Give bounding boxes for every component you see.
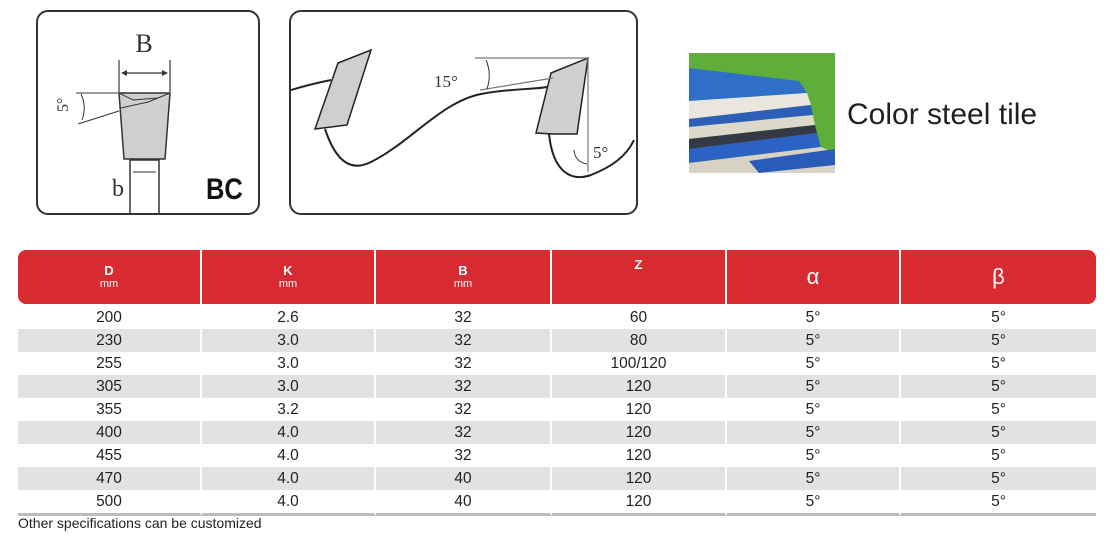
cell-alpha: 5° [727,398,901,421]
cell-k: 4.0 [202,490,376,516]
tooth-profile-drawing: B 5° b BC [55,29,243,213]
cell-d: 455 [18,444,202,467]
cell-k: 4.0 [202,421,376,444]
cell-alpha: 5° [727,444,901,467]
cell-alpha: 5° [727,490,901,516]
cell-b: 40 [376,490,552,516]
cell-beta: 5° [991,447,1006,464]
cell-z: 60 [552,304,727,329]
column-header-z: Z [552,250,727,304]
cell-beta: 5° [991,401,1006,418]
cell-d: 470 [18,467,202,490]
column-header-beta: β [901,250,1096,304]
rake-angle-label: 15° [434,72,458,91]
cell-k: 4.0 [202,467,376,490]
cell-d: 255 [18,352,202,375]
cell-alpha: 5° [727,352,901,375]
cell-beta: 5° [901,304,1096,329]
cell-beta: 5° [901,375,1096,398]
color-steel-tile-photo [689,53,835,173]
cell-alpha: 5° [727,375,901,398]
angle-label: 5° [55,98,72,112]
cell-b: 32 [376,329,552,352]
cell-k: 4.0 [202,444,376,467]
cell-b: 32 [376,398,552,421]
cell-d: 230 [18,329,202,352]
kerf-label: b [112,176,124,202]
cell-z: 120 [552,490,727,516]
tooth-profile-diagram: B 5° b BC [36,10,260,215]
cell-beta: 5° [991,355,1006,372]
tooth-angle-drawing: 15° 5° [291,48,635,179]
grind-code-label: BC [206,172,243,205]
cell-k: 2.6 [202,304,376,329]
footnote: Other specifications can be customized [18,515,262,531]
cell-beta: 5° [901,490,1096,516]
tooth-angle-diagram: 15° 5° [289,10,638,215]
cell-b: 32 [376,304,552,329]
cell-alpha: 5° [727,467,901,490]
application-caption: Color steel tile [847,98,1038,131]
cell-b: 32 [376,421,552,444]
cell-beta: 5° [901,467,1096,490]
cell-k: 3.2 [202,398,376,421]
cell-d: 305 [18,375,202,398]
cell-d: 355 [18,398,202,421]
cell-b: 32 [376,375,552,398]
cell-alpha: 5° [727,421,901,444]
cell-alpha: 5° [727,329,901,352]
cell-beta: 5° [901,421,1096,444]
cell-z: 100/120 [552,352,727,375]
cell-z: 120 [552,398,727,421]
cell-b: 40 [376,467,552,490]
cell-beta: 5° [901,329,1096,352]
cell-alpha: 5° [727,304,901,329]
cell-z: 120 [552,467,727,490]
width-label: B [135,29,152,58]
cell-z: 120 [552,421,727,444]
cell-d: 400 [18,421,202,444]
cell-z: 120 [552,444,727,467]
cell-d: 200 [18,304,202,329]
column-header-alpha: α [727,250,901,304]
cell-b: 32 [376,352,552,375]
cell-k: 3.0 [202,329,376,352]
cell-b: 32 [376,444,552,467]
cell-k: 3.0 [202,352,376,375]
cell-z: 120 [552,375,727,398]
cell-z: 80 [552,329,727,352]
cell-d: 500 [18,490,202,516]
cell-k: 3.0 [202,375,376,398]
clearance-angle-label: 5° [593,143,608,162]
